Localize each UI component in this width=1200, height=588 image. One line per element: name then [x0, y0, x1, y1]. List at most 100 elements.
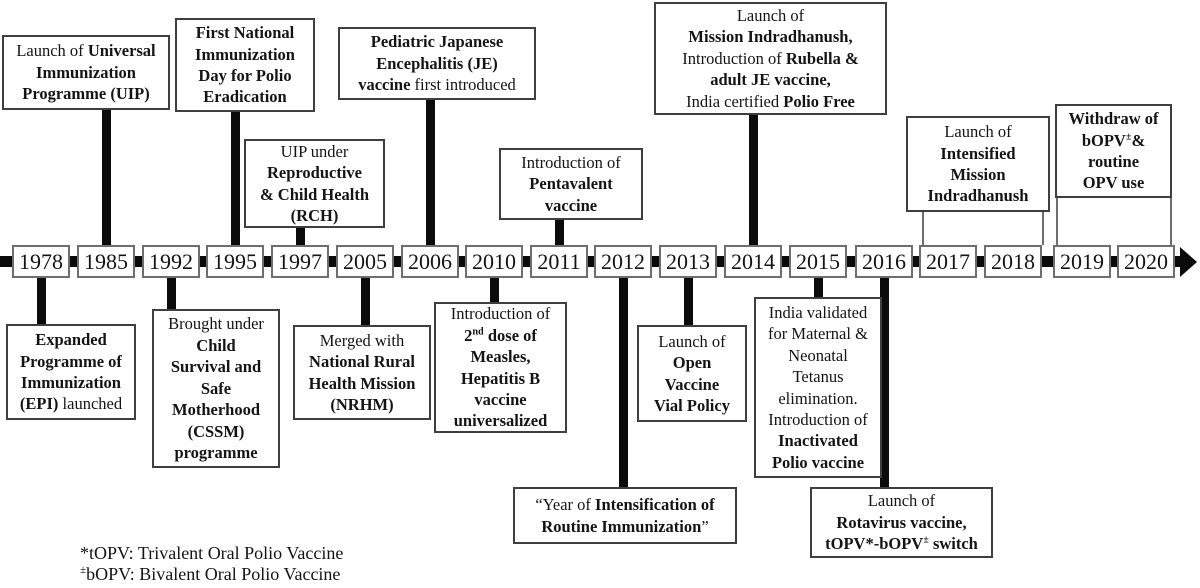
text-segment: Introduction of — [682, 48, 786, 68]
text-segment: Launch of — [658, 331, 726, 351]
connector-mnt-ipv-2015 — [813, 278, 823, 297]
year-box-1995: 1995 — [206, 245, 264, 278]
year-label: 1978 — [19, 248, 63, 274]
text-segment: bOPV — [1081, 130, 1126, 150]
text-segment: Mission — [950, 165, 1006, 184]
text-segment: Encephalitis (JE) — [376, 53, 498, 73]
text-segment: Universal — [87, 41, 156, 61]
year-label: 1992 — [149, 248, 193, 274]
connector-cssm-1992 — [166, 278, 176, 309]
text-segment: “Year of — [535, 495, 596, 515]
text-segment: for Maternal & — [768, 324, 868, 344]
year-label: 1995 — [213, 248, 257, 274]
text-segment: Introduction of — [450, 304, 551, 324]
text-segment: Launch of — [736, 5, 805, 25]
text-segment: switch — [928, 534, 978, 554]
connector-intensification-ri-2012 — [618, 278, 628, 487]
text-segment: programme — [174, 443, 258, 463]
text-segment: Child — [196, 335, 236, 355]
year-label: 2014 — [731, 248, 775, 274]
connector-measles-hepb-2010 — [489, 278, 499, 302]
year-box-2014: 2014 — [724, 245, 782, 278]
text-segment: vaccine — [358, 75, 411, 95]
year-label: 2012 — [601, 248, 645, 274]
text-segment: Intensified — [940, 143, 1016, 163]
text-segment: vaccine — [474, 389, 527, 409]
text-segment: Launch of — [16, 41, 88, 61]
year-box-2019: 2019 — [1053, 245, 1111, 278]
text-segment: Vial Policy — [654, 395, 730, 415]
text-segment: Measles, — [470, 347, 531, 367]
text-segment: 2 — [464, 325, 473, 345]
text-segment: Hepatitis B — [460, 368, 541, 388]
year-box-2017: 2017 — [919, 245, 977, 278]
year-label: 2006 — [408, 248, 452, 274]
year-label: 2018 — [991, 248, 1035, 274]
connector-mission-indradhanush-2014 — [748, 115, 758, 245]
text-segment: ± — [80, 564, 87, 576]
text-segment: Polio Free — [783, 91, 855, 111]
footnote-line-2: ±bOPV: Bivalent Oral Polio Vaccine — [80, 564, 340, 585]
bracket-connector-bopv-withdraw-2019-2020-left — [1056, 198, 1058, 245]
year-box-2011: 2011 — [530, 245, 588, 278]
text-segment: Vaccine — [664, 374, 720, 394]
connector-rch-1997 — [295, 228, 305, 245]
text-segment: universalized — [453, 411, 548, 431]
text-segment: Withdraw of — [1068, 109, 1159, 129]
bracket-connector-intensified-mi-2017-2018-left — [922, 212, 924, 245]
text-segment: first introduced — [410, 75, 516, 95]
text-segment: launched — [58, 394, 123, 414]
text-segment: Intensification of — [595, 495, 715, 515]
text-segment: Immunization — [36, 62, 136, 82]
text-segment: Programme (UIP) — [22, 84, 150, 104]
year-box-1978: 1978 — [12, 245, 70, 278]
text-segment: elimination. — [778, 388, 858, 408]
text-segment: & — [1131, 130, 1146, 150]
year-label: 2013 — [666, 248, 710, 274]
text-segment: UIP under — [280, 141, 349, 161]
year-label: 2019 — [1060, 248, 1104, 274]
text-segment: vaccine — [544, 195, 598, 215]
text-segment: Health Mission — [308, 373, 416, 393]
text-segment: tOPV*-bOPV — [825, 534, 924, 554]
text-segment: Safe — [200, 378, 232, 398]
year-box-2018: 2018 — [984, 245, 1042, 278]
connector-nid-1995 — [230, 112, 240, 245]
year-box-2013: 2013 — [659, 245, 717, 278]
text-segment: India validated — [768, 302, 868, 322]
text-segment: Day for Polio — [198, 66, 292, 85]
bracket-connector-bopv-withdraw-2019-2020-right — [1170, 198, 1172, 245]
text-segment: Open — [672, 353, 712, 373]
year-label: 2017 — [926, 248, 970, 274]
text-segment: *tOPV: Trivalent Oral Polio Vaccine — [80, 543, 344, 563]
year-box-2012: 2012 — [594, 245, 652, 278]
text-segment: (CSSM) — [187, 421, 245, 441]
year-box-2020: 2020 — [1117, 245, 1175, 278]
year-label: 2016 — [862, 248, 906, 274]
text-segment: Introduction of — [768, 409, 868, 429]
year-label: 2011 — [537, 248, 581, 274]
text-segment: Polio vaccine — [771, 452, 865, 472]
year-label: 2015 — [796, 248, 840, 274]
year-label: 2020 — [1124, 248, 1168, 274]
text-segment: Reproductive — [266, 163, 363, 183]
